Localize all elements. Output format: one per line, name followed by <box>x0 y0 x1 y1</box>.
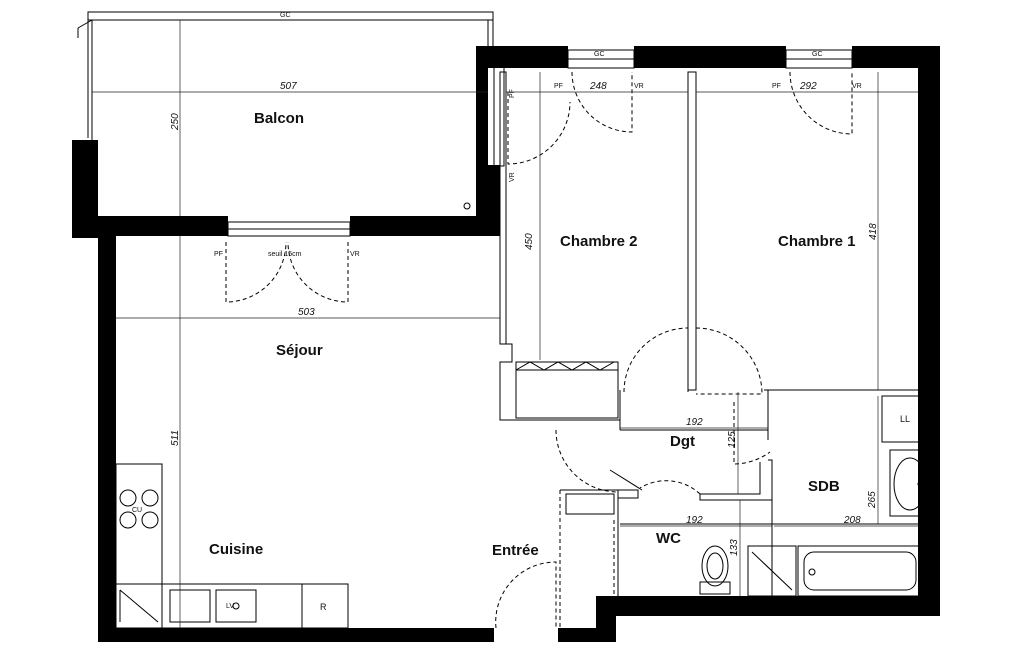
washbasin-icon <box>889 449 931 517</box>
pf-tag-chambre2: PF <box>554 83 563 90</box>
entree-label: Entrée <box>492 542 539 559</box>
door-swing-icon <box>225 71 853 629</box>
vr-tag-chambre2: VR <box>634 83 644 90</box>
gc-tag-chambre1: GC <box>812 51 823 58</box>
kitchen-counter <box>115 463 349 629</box>
dim-chambre2-width: 248 <box>589 81 607 92</box>
chambre1-label: Chambre 1 <box>778 233 856 250</box>
toilet-icon <box>699 545 731 595</box>
bathtub-icon <box>747 545 923 597</box>
lv-tag: LV <box>226 603 234 610</box>
pf-tag-side: PF <box>509 89 516 98</box>
cu-tag: CU <box>132 507 142 514</box>
chambre2-label: Chambre 2 <box>560 233 638 250</box>
wc-label: WC <box>656 530 681 547</box>
dim-sejour-depth: 511 <box>170 430 181 446</box>
sdb-label: SDB <box>808 478 840 495</box>
dim-chambre2-depth: 450 <box>524 233 535 250</box>
sejour-label: Séjour <box>276 342 323 359</box>
dim-chambre1-depth: 418 <box>868 223 879 240</box>
dimension-lines <box>92 20 918 628</box>
dim-balcon-depth: 250 <box>170 113 181 131</box>
vr-tag-side: VR <box>509 172 516 182</box>
dim-wc-width: 192 <box>686 515 703 526</box>
dim-sejour-width: 503 <box>298 307 315 318</box>
dim-sdb-depth: 265 <box>867 491 878 509</box>
vr-tag-sejour: VR <box>350 251 360 258</box>
seuil-tag: seuil 15cm <box>268 251 302 258</box>
dim-chambre1-width: 292 <box>799 81 817 92</box>
cooktop-icon <box>119 489 159 529</box>
washing-machine <box>881 395 929 443</box>
pf-tag-chambre1: PF <box>772 83 781 90</box>
sink-icon <box>169 589 257 623</box>
dgt-label: Dgt <box>670 433 695 450</box>
gc-tag-balcon: GC <box>280 12 291 19</box>
dim-balcon-width: 507 <box>280 81 297 92</box>
dim-sdb-width: 208 <box>843 515 861 526</box>
cuisine-label: Cuisine <box>209 541 263 558</box>
dim-dgt-width: 192 <box>686 417 703 428</box>
balcon-label: Balcon <box>254 110 304 127</box>
r-tag: R <box>320 602 327 612</box>
dim-wc-depth: 133 <box>729 539 740 556</box>
ll-tag: LL <box>900 414 910 424</box>
gc-tag-chambre2: GC <box>594 51 605 58</box>
window-icon <box>227 49 853 237</box>
dim-dgt-depth: 125 <box>727 431 738 448</box>
pf-tag-sejour: PF <box>214 251 223 258</box>
exterior-walls <box>72 46 940 642</box>
vr-tag-chambre1: VR <box>852 83 862 90</box>
interior-walls <box>499 71 920 628</box>
